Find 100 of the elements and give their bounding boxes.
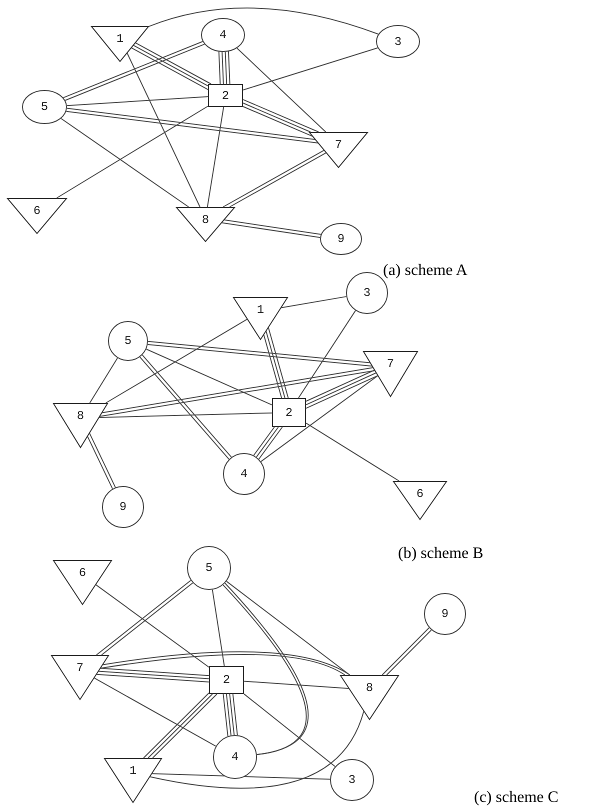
connector-line xyxy=(89,358,118,404)
triangle-node xyxy=(7,198,67,234)
node-number: 4 xyxy=(240,468,248,480)
circle-node xyxy=(376,25,420,58)
node-number: 8 xyxy=(202,214,210,226)
triangle-node xyxy=(104,758,162,803)
triangle-node xyxy=(233,297,288,340)
node-number: 3 xyxy=(348,774,356,786)
node-number: 1 xyxy=(129,765,137,777)
square-node xyxy=(272,398,306,427)
connector-line xyxy=(218,51,221,84)
connector-line xyxy=(258,426,283,460)
connector-line xyxy=(96,674,210,683)
connector-line xyxy=(244,693,336,768)
connector-line xyxy=(280,296,347,308)
connector-line xyxy=(224,51,228,84)
connector-line xyxy=(253,426,275,456)
node-number: 3 xyxy=(363,287,371,299)
node-number: 2 xyxy=(285,406,293,418)
connector-line xyxy=(256,426,279,458)
connector-line xyxy=(306,422,400,482)
node-number: 1 xyxy=(116,33,124,45)
connector-line xyxy=(98,670,210,680)
connector-line xyxy=(147,344,373,367)
circle-node xyxy=(320,223,362,255)
node-number: 5 xyxy=(40,101,48,113)
circle-node xyxy=(223,453,265,495)
connector-line xyxy=(151,773,330,780)
curved-connector xyxy=(149,710,364,789)
connector-line xyxy=(221,222,321,238)
connector-line xyxy=(98,412,272,418)
connector-line xyxy=(66,96,208,106)
connector-line xyxy=(60,118,190,208)
node-number: 3 xyxy=(394,36,402,48)
triangle-node xyxy=(53,403,108,448)
node-number: 4 xyxy=(231,751,239,763)
connector-line xyxy=(105,318,248,404)
circle-node xyxy=(22,90,67,124)
square-node xyxy=(208,84,243,107)
connector-line xyxy=(126,52,200,208)
connector-line xyxy=(146,348,272,406)
connector-line xyxy=(244,680,350,690)
triangle-node xyxy=(91,26,149,62)
square-node xyxy=(209,666,244,694)
circle-node xyxy=(330,759,374,801)
node-number: 9 xyxy=(441,608,449,620)
connector-line xyxy=(260,375,378,462)
circle-node xyxy=(108,321,148,361)
circle-node xyxy=(424,593,466,635)
curved-connector xyxy=(148,8,379,35)
node-number: 6 xyxy=(33,205,41,217)
node-number: 4 xyxy=(219,29,227,41)
caption: (b) scheme B xyxy=(398,545,484,563)
connector-line xyxy=(148,340,371,364)
connector-line xyxy=(224,219,322,235)
node-number: 5 xyxy=(205,562,213,574)
connector-line xyxy=(266,330,286,398)
connector-line xyxy=(206,106,224,208)
triangle-node xyxy=(51,655,109,700)
node-number: 8 xyxy=(76,410,84,422)
connector-line xyxy=(95,584,210,668)
node-number: 2 xyxy=(222,674,230,686)
connector-line xyxy=(268,327,289,398)
node-number: 2 xyxy=(222,90,230,102)
connector-line xyxy=(222,694,228,737)
node-number: 9 xyxy=(337,233,345,245)
connector-line xyxy=(298,310,356,398)
node-number: 6 xyxy=(416,488,424,500)
connector-line xyxy=(229,694,235,736)
circle-node xyxy=(213,735,257,779)
connector-line xyxy=(226,580,350,676)
triangle-node xyxy=(176,207,235,242)
connector-line xyxy=(56,106,208,198)
triangle-node xyxy=(309,132,368,168)
connector-line xyxy=(100,668,210,676)
circle-node xyxy=(201,18,245,52)
circle-node xyxy=(102,486,144,528)
connector-line xyxy=(236,48,326,132)
connector-line xyxy=(226,694,232,736)
connector-line xyxy=(228,50,230,84)
connector-line xyxy=(222,51,224,84)
connector-line xyxy=(94,677,216,747)
node-number: 7 xyxy=(386,358,394,370)
node-number: 7 xyxy=(76,662,84,674)
connector-line xyxy=(212,589,225,666)
node-number: 7 xyxy=(334,139,342,151)
connector-line xyxy=(242,106,314,137)
node-number: 9 xyxy=(119,501,127,513)
caption: (a) scheme A xyxy=(383,262,468,280)
caption: (c) scheme C xyxy=(474,789,558,807)
connector-line xyxy=(242,99,320,132)
node-number: 8 xyxy=(366,682,374,694)
connector-line xyxy=(242,47,378,91)
circle-node xyxy=(187,546,231,590)
node-number: 5 xyxy=(124,335,132,347)
triangle-node xyxy=(393,481,447,520)
connector-line xyxy=(232,694,238,736)
triangle-node xyxy=(53,560,112,605)
triangle-node xyxy=(340,675,399,720)
node-number: 6 xyxy=(78,567,86,579)
